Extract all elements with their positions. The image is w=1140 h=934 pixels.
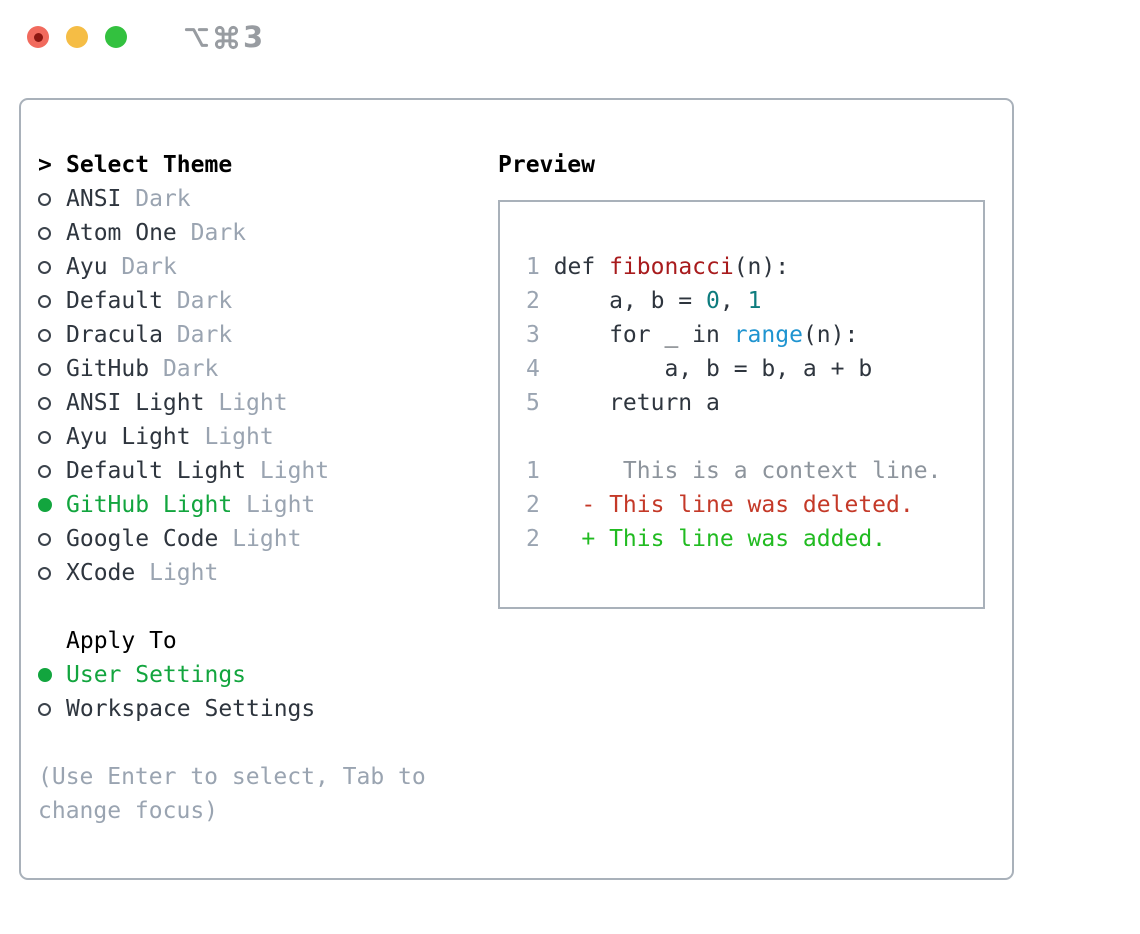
radio-selected-icon [38,498,52,512]
focus-caret-icon: > [38,152,52,178]
radio-selected-icon [38,668,52,682]
line-number: 1 [526,254,540,280]
radio-unselected-icon [38,294,51,308]
radio-unselected-icon [38,396,51,410]
radio-unselected-icon [38,430,51,444]
number-literal-token: 0 [706,288,720,314]
line-number: 2 [526,526,540,552]
apply-option-user-settings[interactable]: User Settings [38,658,474,692]
function-name-token: fibonacci [609,254,734,280]
window-title-shortcut: 3 [183,20,263,54]
close-button[interactable] [27,26,49,48]
theme-selector: > Select Theme ANSI Dark Atom One Dark A… [38,148,474,828]
radio-unselected-icon [38,226,51,240]
theme-option-atom-one-dark[interactable]: Atom One Dark [38,216,474,250]
line-number: 1 [526,458,540,484]
apply-to-header: Apply To [38,624,474,658]
line-number: 2 [526,288,540,314]
spacer [38,726,474,760]
theme-list-title: Select Theme [66,152,233,178]
option-key-icon [183,24,210,51]
radio-unselected-icon [38,192,51,206]
number-literal-token: 1 [747,288,762,314]
code-line: 3 for _ in range(n): [526,318,983,352]
code-line: 5 return a [526,386,983,420]
traffic-lights [27,26,127,48]
theme-option-ayu-light[interactable]: Ayu Light Light [38,420,474,454]
theme-option-xcode-light[interactable]: XCode Light [38,556,474,590]
code-line: 4 a, b = b, a + b [526,352,983,386]
shortcut-digit: 3 [243,20,264,54]
radio-unselected-icon [38,328,51,342]
title-bar: 3 [0,0,1140,74]
theme-option-google-code-light[interactable]: Google Code Light [38,522,474,556]
spacer [38,590,474,624]
radio-unselected-icon [38,260,51,274]
radio-unselected-icon [38,566,51,580]
minimize-button[interactable] [66,26,88,48]
preview-title: Preview [498,152,595,178]
builtin-call-token: range [733,322,803,348]
line-number: 5 [526,390,540,416]
line-number: 3 [526,322,540,348]
zoom-button[interactable] [105,26,127,48]
theme-option-default-light[interactable]: Default Light Light [38,454,474,488]
diff-context-line: 1 This is a context line. [526,454,983,488]
apply-to-title: Apply To [66,628,177,654]
apply-option-workspace-settings[interactable]: Workspace Settings [38,692,474,726]
spacer [526,420,983,454]
radio-unselected-icon [38,362,51,376]
radio-unselected-icon [38,702,51,716]
keyboard-hint: (Use Enter to select, Tab to change focu… [38,764,426,824]
diff-added-line: 2 + This line was added. [526,522,983,556]
theme-option-ayu-dark[interactable]: Ayu Dark [38,250,474,284]
diff-deleted-line: 2 - This line was deleted. [526,488,983,522]
theme-option-github-light[interactable]: GitHub Light Light [38,488,474,522]
theme-option-github-dark[interactable]: GitHub Dark [38,352,474,386]
line-number: 4 [526,356,540,382]
theme-option-dracula-dark[interactable]: Dracula Dark [38,318,474,352]
close-dot-icon [33,32,43,42]
theme-option-ansi-light[interactable]: ANSI Light Light [38,386,474,420]
command-key-icon [213,24,240,51]
theme-option-default-dark[interactable]: Default Dark [38,284,474,318]
theme-option-ansi-dark[interactable]: ANSI Dark [38,182,474,216]
theme-list-header: > Select Theme [38,148,474,182]
line-number: 2 [526,492,540,518]
theme-picker-panel: > Select Theme ANSI Dark Atom One Dark A… [19,98,1014,880]
code-line: 2 a, b = 0, 1 [526,284,983,318]
radio-unselected-icon [38,464,51,478]
radio-unselected-icon [38,532,51,546]
